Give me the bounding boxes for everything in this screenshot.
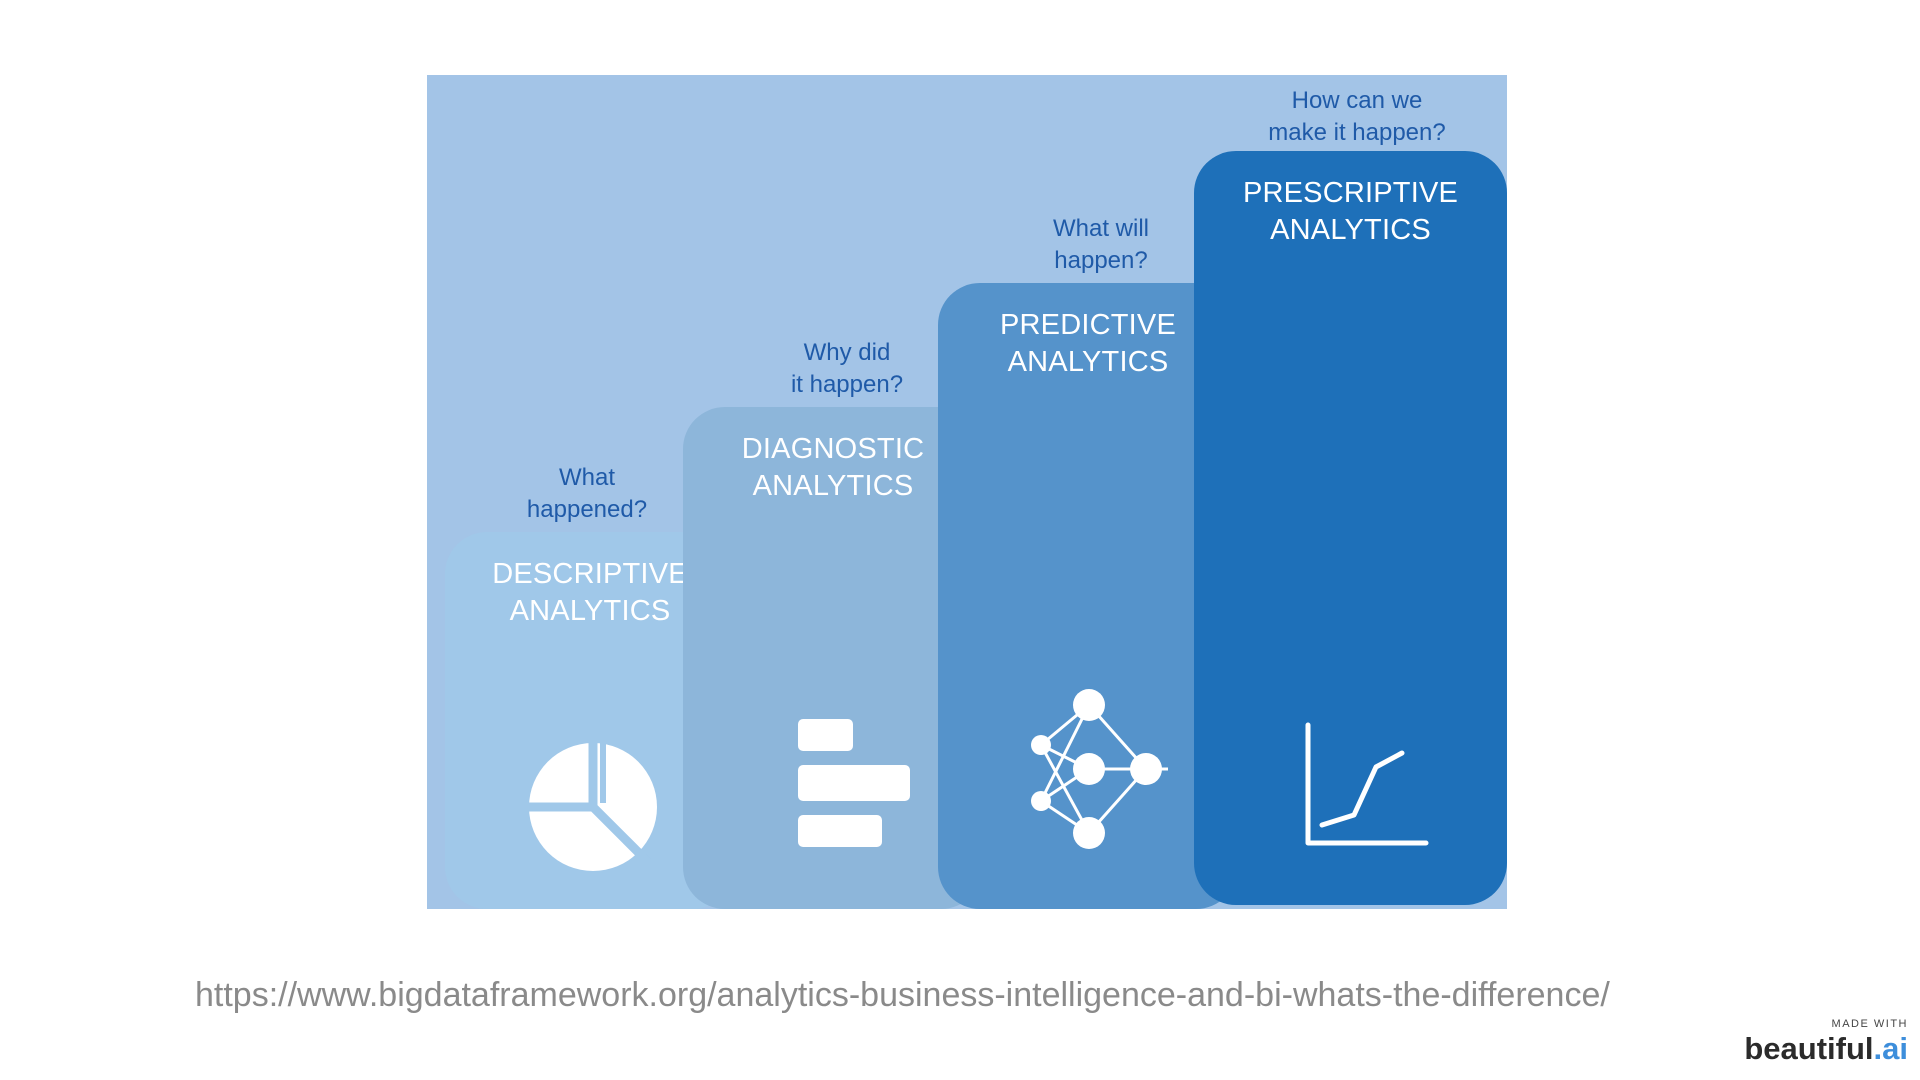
question-prescriptive: How can we make it happen? (1268, 87, 1446, 146)
source-link[interactable]: https://www.bigdataframework.org/analyti… (195, 976, 1610, 1014)
question-descriptive: What happened? (526, 464, 648, 523)
step-predictive-label: PREDICTIVE ANALYTICS (999, 309, 1177, 378)
brand-name: beautiful (1744, 1031, 1874, 1066)
step-predictive: PREDICTIVE ANALYTICS (938, 283, 1238, 909)
neural-network-icon (1031, 689, 1168, 849)
question-predictive: What will happen? (1052, 215, 1149, 274)
step-prescriptive: PRESCRIPTIVE ANALYTICS (1194, 151, 1507, 905)
made-with-label: MADE WITH (1831, 1018, 1908, 1030)
line-chart-icon (1305, 722, 1429, 846)
pie-chart-icon (523, 737, 657, 871)
question-diagnostic: Why did it happen? (790, 339, 904, 398)
brand-suffix: .ai (1873, 1031, 1908, 1066)
analytics-staircase-diagram: What happened? DESCRIPTIVE ANALYTICS Why… (427, 75, 1507, 909)
step-diagnostic-label: DIAGNOSTIC ANALYTICS (741, 433, 925, 502)
step-descriptive-label: DESCRIPTIVE ANALYTICS (492, 558, 688, 627)
bar-chart-icon (798, 719, 910, 847)
brand-logo[interactable]: beautiful.ai (1744, 1031, 1908, 1067)
step-diagnostic: DIAGNOSTIC ANALYTICS (683, 407, 983, 909)
step-prescriptive-label: PRESCRIPTIVE ANALYTICS (1242, 177, 1459, 246)
